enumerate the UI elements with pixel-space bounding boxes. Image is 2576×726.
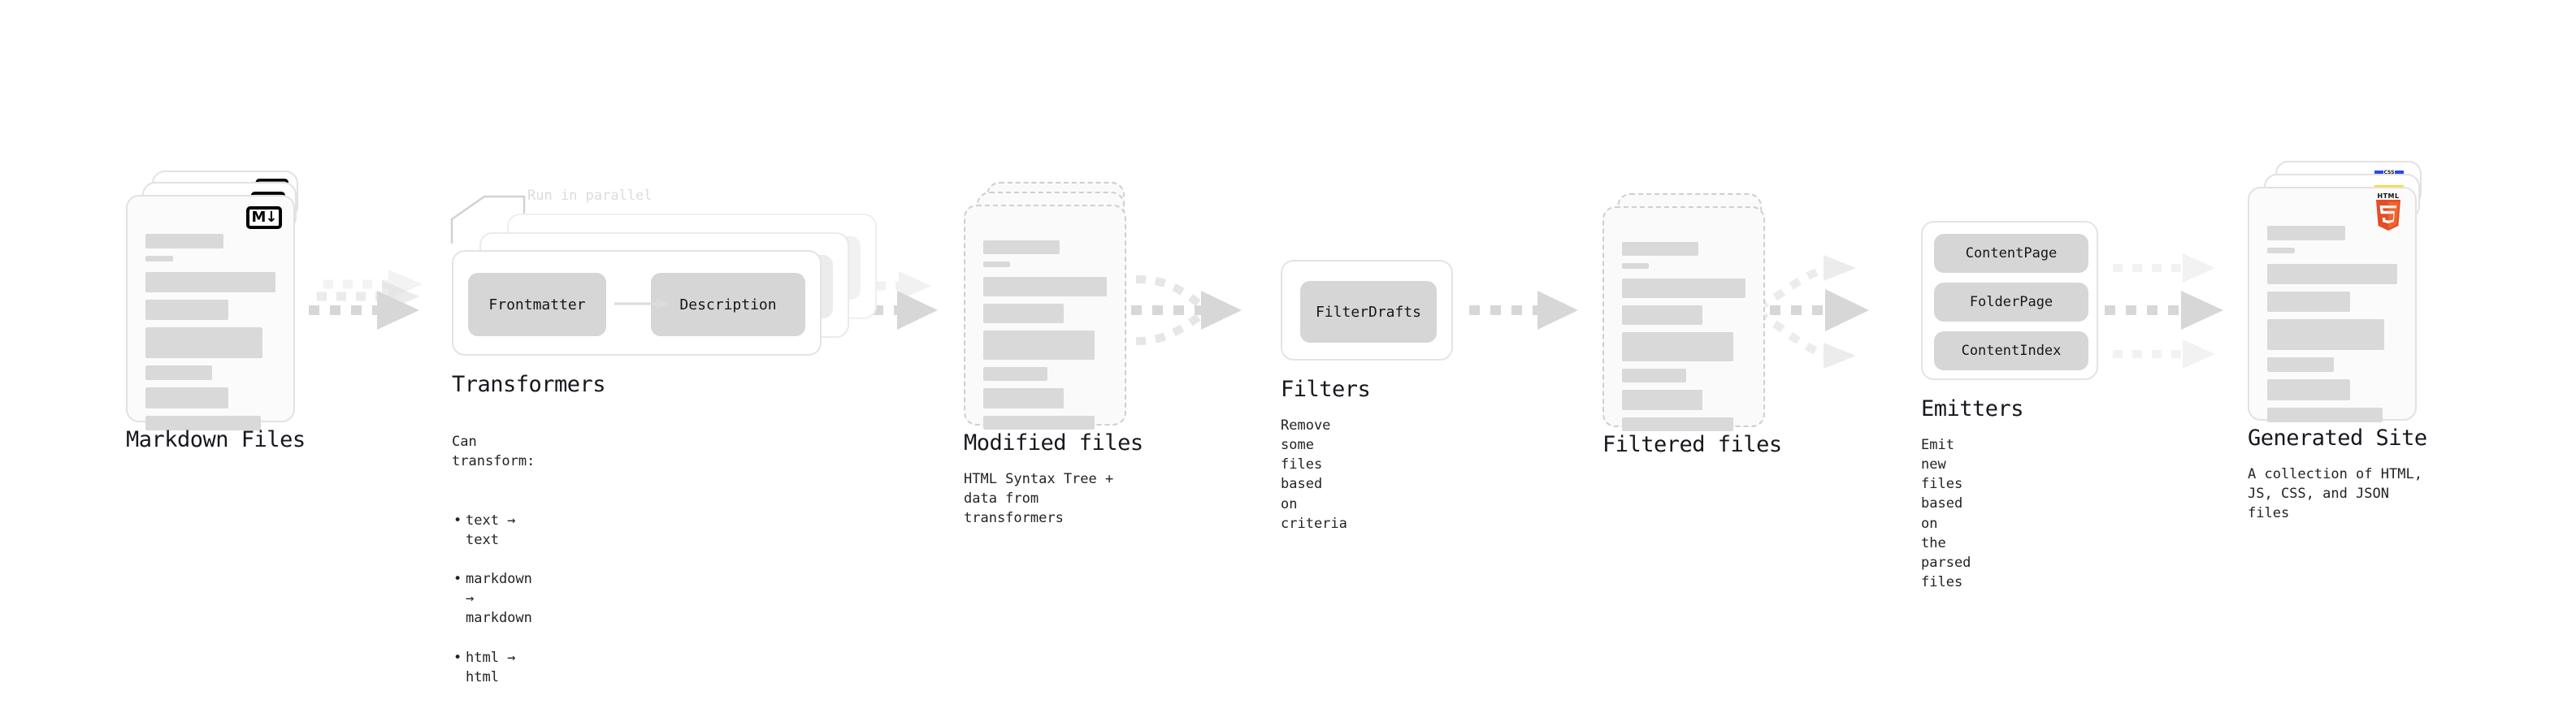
markdown-card-stack: M↓ M↓ M↓ <box>126 171 313 430</box>
stage-caption-generated-site: A collection of HTML, JS, CSS, and JSON … <box>2248 466 2422 522</box>
modified-card-front <box>964 205 1126 430</box>
chip-frontmatter[interactable]: Frontmatter <box>468 273 606 336</box>
stage-title-markdown-files: Markdown Files <box>126 427 306 452</box>
chip-filterdrafts[interactable]: FilterDrafts <box>1300 281 1437 343</box>
arrow-emitters-to-site <box>2105 253 2223 369</box>
list-item: text → text <box>453 511 535 550</box>
stage-caption-transformers: Can transform: text → text markdown → ma… <box>452 413 535 726</box>
stage-title-generated-site: Generated Site <box>2248 426 2427 451</box>
stage-generated-site: CSS HTML <box>2248 161 2435 521</box>
site-card-front: HTML <box>2248 187 2417 422</box>
markdown-badge: M↓ <box>246 206 282 229</box>
arrow-filters-to-filtered <box>1469 291 1578 330</box>
stage-title-filtered-files: Filtered files <box>1602 432 1782 457</box>
chip-description[interactable]: Description <box>651 273 805 336</box>
pipeline-diagram: M↓ M↓ M↓ Markdown Files <box>0 0 2576 681</box>
html5-shield-icon <box>2376 200 2400 231</box>
list-item: markdown → markdown <box>453 569 535 628</box>
inner-arrow-icon <box>614 299 670 309</box>
card-content-placeholder <box>2267 226 2397 430</box>
stage-filtered-files: Filtered files <box>1602 193 1782 457</box>
arrow-markdown-to-transformers <box>309 270 423 330</box>
stage-caption-filters: Remove some files based on criteria <box>1281 417 1347 532</box>
transformers-bullet-list: text → text markdown → markdown html → h… <box>452 491 535 707</box>
stage-title-modified-files: Modified files <box>964 430 1143 456</box>
stage-caption-emitters: Emit new files based on the parsed files <box>1921 437 1971 590</box>
card-content-placeholder <box>1622 242 1746 439</box>
chip-contentindex[interactable]: ContentIndex <box>1934 331 2088 370</box>
stage-title-filters: Filters <box>1281 377 1371 402</box>
emitters-card: ContentPage FolderPage ContentIndex <box>1921 221 2098 380</box>
markdown-card-front: M↓ <box>126 195 295 430</box>
run-in-parallel-label: Run in parallel <box>527 188 653 204</box>
transformer-card-front: Frontmatter Description <box>452 250 822 356</box>
filtered-card-front <box>1602 206 1765 431</box>
list-item: html → html <box>453 648 535 687</box>
chip-contentpage[interactable]: ContentPage <box>1934 234 2088 273</box>
stage-caption-modified-files: HTML Syntax Tree + data from transformer… <box>964 471 1114 527</box>
stage-modified-files: Modified files HTML Syntax Tree + data f… <box>964 182 1143 526</box>
chip-folderpage[interactable]: FolderPage <box>1934 283 2088 322</box>
transformers-caption-head: Can transform: <box>452 434 536 470</box>
card-content-placeholder <box>145 234 275 438</box>
html5-badge: HTML <box>2374 192 2402 234</box>
site-card-stack: CSS HTML <box>2248 161 2435 422</box>
stage-markdown-files: M↓ M↓ M↓ Markdown Files <box>126 171 313 452</box>
css-badge-label: CSS <box>2383 170 2396 175</box>
filters-card: FilterDrafts <box>1281 260 1453 361</box>
stage-title-transformers: Transformers <box>452 372 606 397</box>
card-content-placeholder <box>983 240 1107 437</box>
modified-card-stack <box>964 182 1143 434</box>
html5-badge-word: HTML <box>2377 192 2400 200</box>
arrow-modified-to-filters <box>1131 275 1242 345</box>
filtered-card-stack <box>1602 193 1781 437</box>
stage-title-emitters: Emitters <box>1921 396 2024 421</box>
